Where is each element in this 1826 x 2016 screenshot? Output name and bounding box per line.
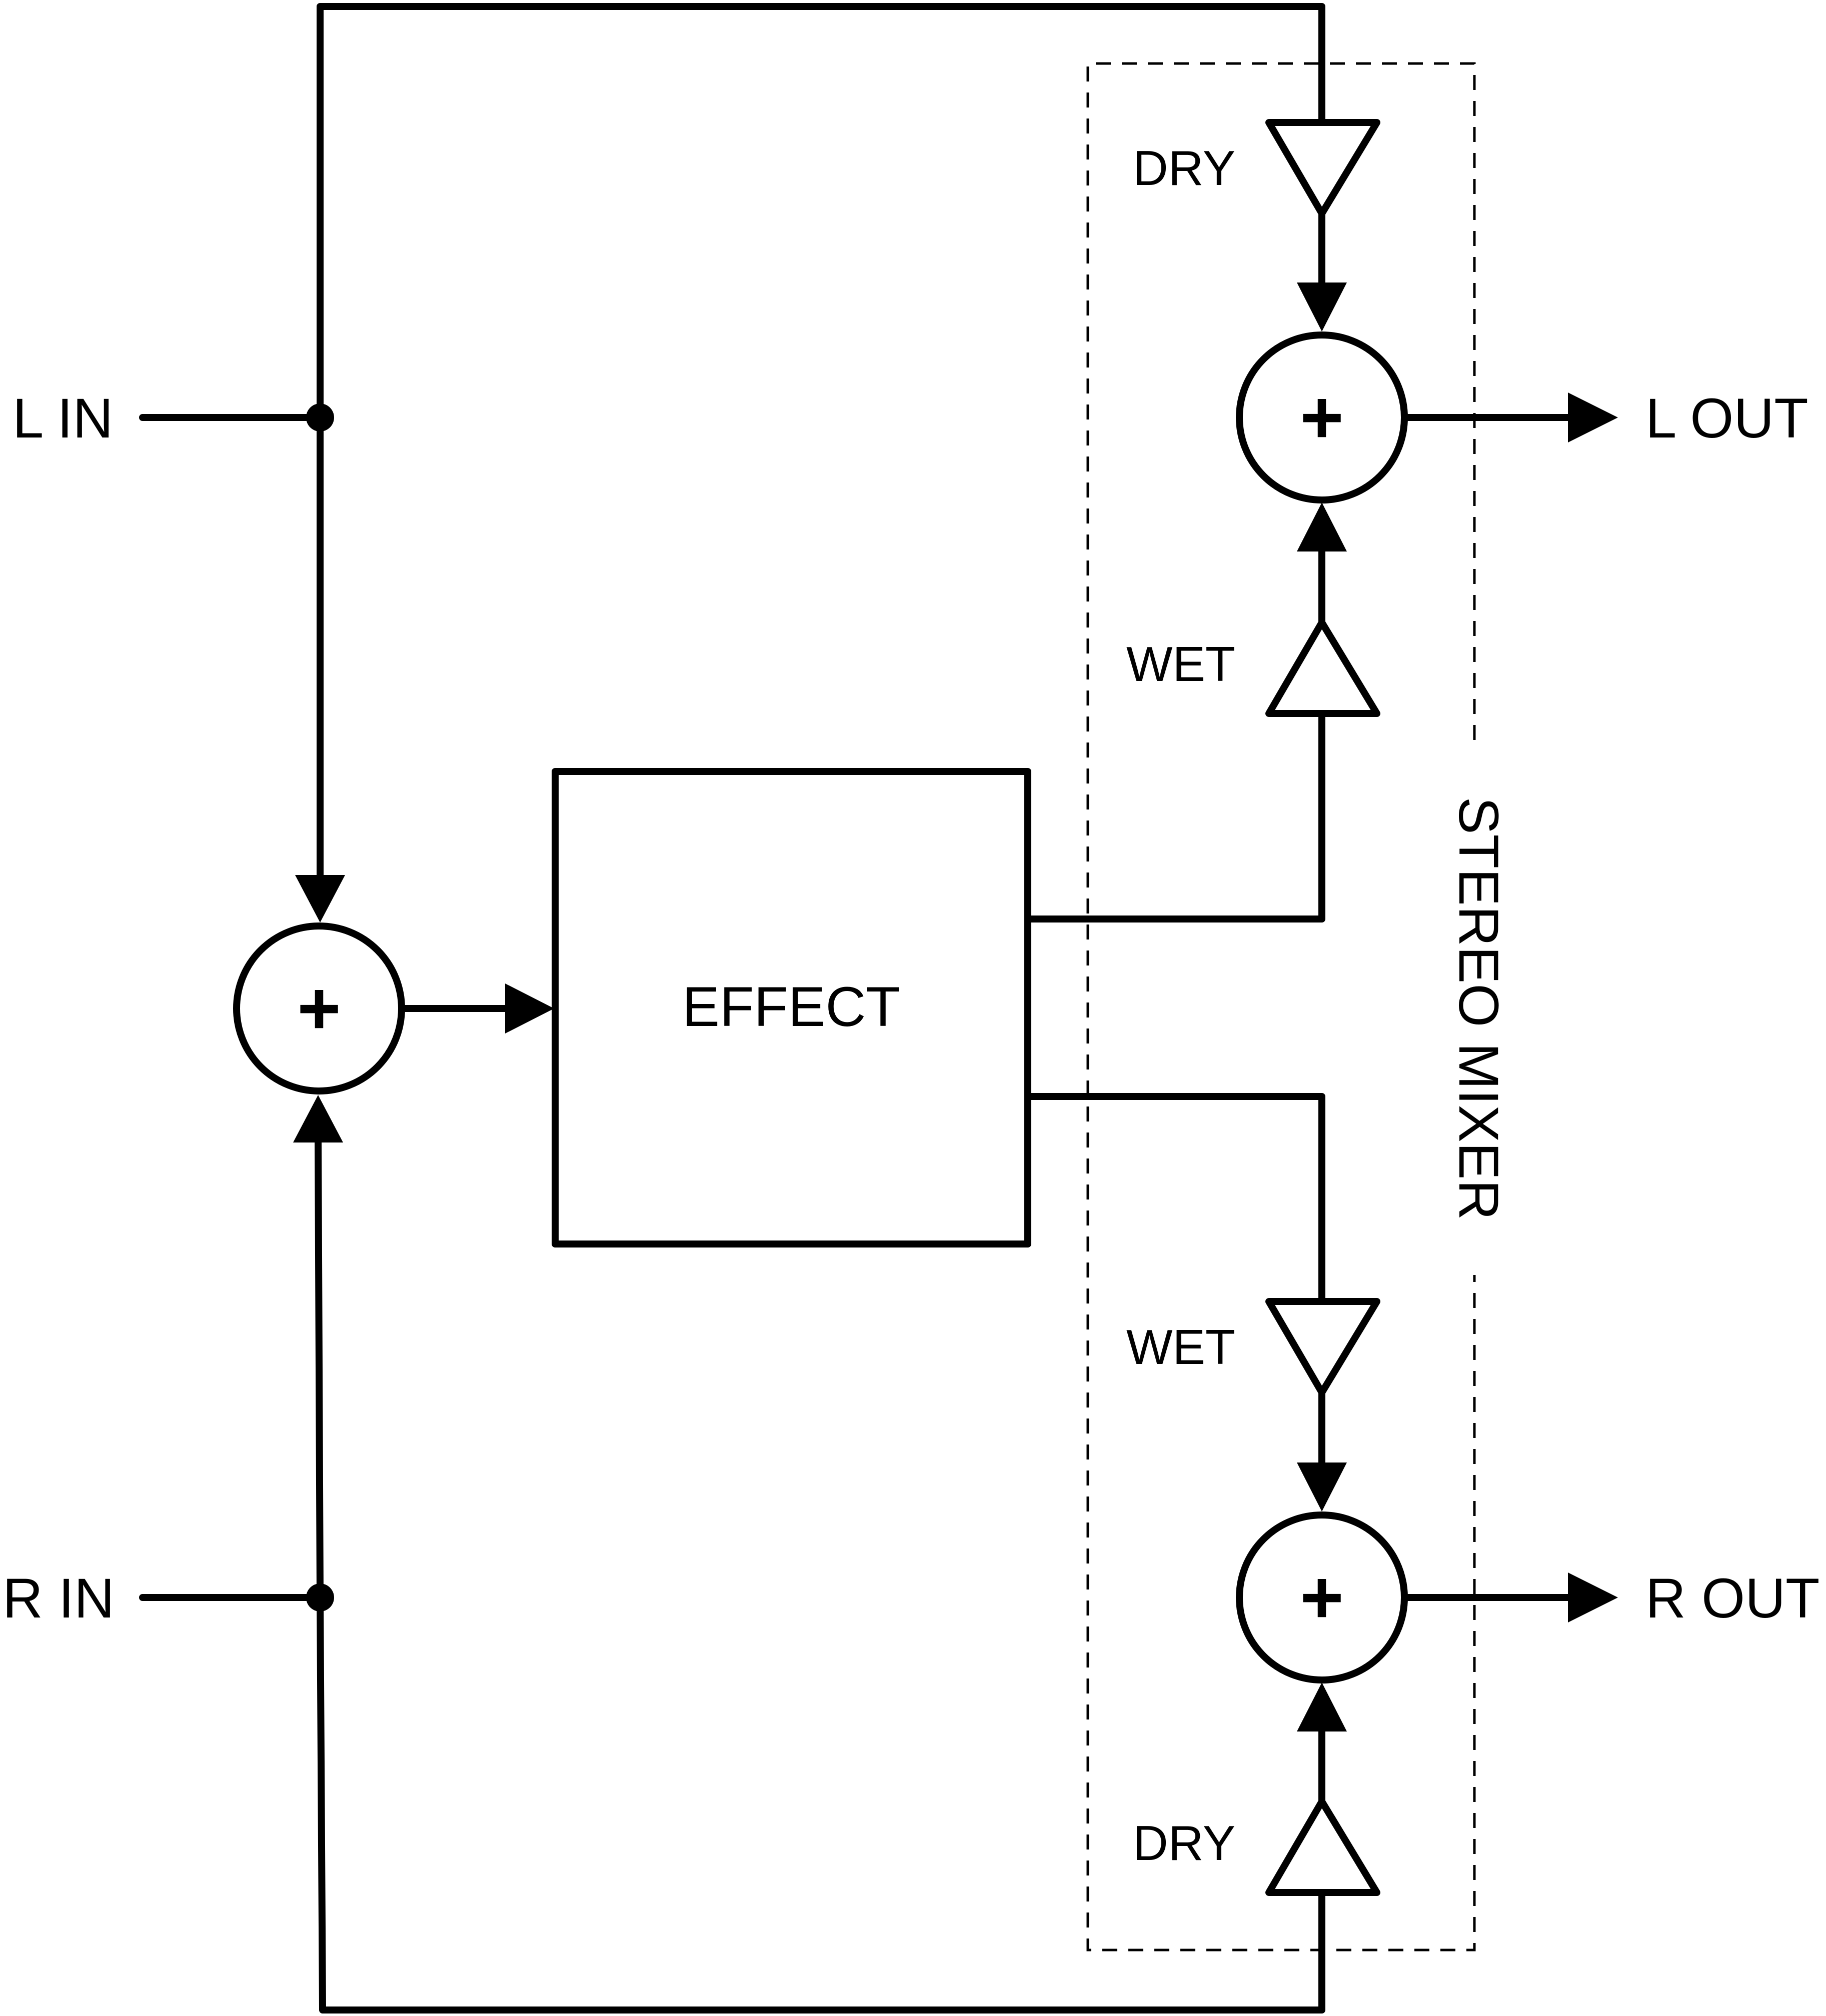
right-input-label: R IN [3,1567,115,1630]
right-dry-gain [1265,1798,1380,1896]
left-wet-gain [1265,619,1380,717]
effect-left-output-wire [1024,714,1325,922]
left-wet-label: WET [1126,636,1235,692]
effect-label: EFFECT [682,976,900,1038]
left-to-sum-arrow [295,875,345,922]
left-output-summer: + [1236,332,1408,504]
bottom-dry-wire [317,1594,1325,2014]
left-dry-gain [1265,119,1380,217]
right-wet-gain [1265,1298,1380,1396]
right-output-arrow [1568,1572,1618,1622]
left-input-label: L IN [13,387,113,450]
right-to-sum-arrow [293,1095,343,1142]
left-output-label: L OUT [1645,387,1808,450]
left-dry-to-sum-arrow [1297,282,1347,332]
right-dry-label: DRY [1133,1816,1235,1870]
stereo-mixer-region [1086,62,1476,1952]
stereo-mixer-label: STEREO MIXER [1447,797,1510,1220]
left-output-summer-plus: + [1300,375,1344,459]
effect-block: EFFECT [552,768,1031,1248]
effect-right-output-wire [1024,1093,1325,1304]
right-output-label: R OUT [1645,1567,1819,1630]
right-wet-to-sum-arrow [1297,1462,1347,1512]
input-summer: + [233,922,405,1094]
left-wet-to-sum-arrow [1297,502,1347,552]
right-output-summer: + [1236,1512,1408,1684]
sum-to-effect-arrow [505,984,554,1034]
left-output-arrow [1568,392,1618,442]
input-summer-plus: + [297,966,341,1050]
right-dry-to-sum-arrow [1297,1682,1347,1732]
right-wet-label: WET [1126,1320,1235,1374]
right-to-sum-wire [315,1136,324,1601]
left-dry-label: DRY [1133,140,1235,196]
right-output-summer-plus: + [1300,1555,1344,1639]
top-dry-wire [317,3,1325,421]
